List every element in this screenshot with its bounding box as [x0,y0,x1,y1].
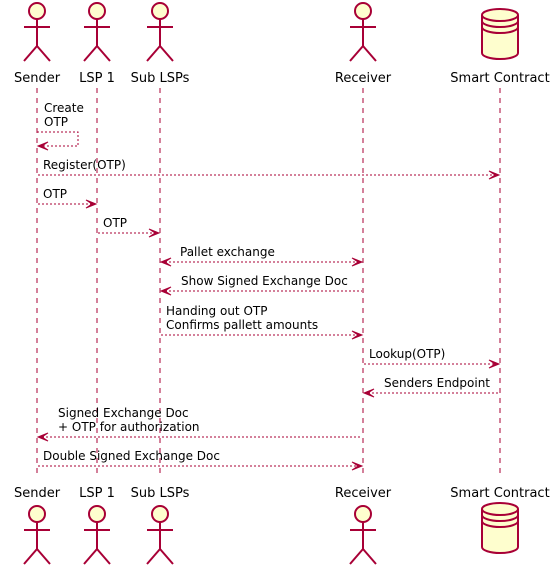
arrowhead-left [159,286,172,296]
participant-label-sublsps-top: Sub LSPs [131,71,190,86]
participant-label-contract-top: Smart Contract [450,71,549,86]
message-8: Lookup(OTP) [364,347,499,365]
database-icon-contract-top [481,8,519,60]
actor-icon-sender-top [23,2,51,62]
message-label: Create [44,101,84,115]
message-label: Pallet exchange [180,245,275,259]
message-6: Show Signed Exchange Doc [161,274,362,292]
actor-icon-sublsps-top [146,2,174,62]
arrowhead-left [36,141,49,151]
message-10: Signed Exchange Doc+ OTP for authorizati… [38,406,362,438]
message-label: Signed Exchange Doc [58,406,189,420]
arrowhead-right [148,228,161,238]
participant-label-lsp1-top: LSP 1 [79,71,115,86]
actor-icon-sublsps-bottom [146,505,174,565]
participant-label-lsp1-bottom: LSP 1 [79,486,115,501]
arrowhead-right [488,359,501,369]
message-label: Show Signed Exchange Doc [181,274,348,288]
database-icon-contract-bottom [481,502,519,554]
actor-icon-receiver-top [349,2,377,62]
message-label: Register(OTP) [43,158,126,172]
message-label: + OTP for authorization [58,420,200,434]
arrowhead-right [351,330,364,340]
arrowhead-left [159,257,172,267]
message-label: OTP [103,216,127,230]
message-self-arrow [37,131,79,147]
arrowhead-right [85,199,98,209]
message-3: OTP [38,187,96,205]
arrowhead-right [488,170,501,180]
arrowhead-right [351,461,364,471]
arrowhead-left [362,388,375,398]
participant-label-sender-bottom: Sender [14,486,61,501]
message-label: Double Signed Exchange Doc [43,449,220,463]
participant-label-contract-bottom: Smart Contract [450,486,549,501]
message-label: OTP [43,187,67,201]
actor-icon-lsp1-bottom [83,505,111,565]
message-5: Pallet exchange [161,245,362,263]
actor-icon-sender-bottom [23,505,51,565]
participant-label-sublsps-bottom: Sub LSPs [131,486,190,501]
participant-label-sender-top: Sender [14,71,61,86]
message-9: Senders Endpoint [364,376,499,394]
arrowhead-right [351,257,364,267]
message-label: OTP [44,115,68,129]
message-2: Register(OTP) [38,158,499,176]
participant-label-receiver-bottom: Receiver [335,486,392,501]
message-11: Double Signed Exchange Doc [38,449,362,467]
message-4: OTP [98,216,159,234]
actor-icon-lsp1-top [83,2,111,62]
participant-label-receiver-top: Receiver [335,71,392,86]
message-label: Senders Endpoint [384,376,490,390]
message-label: Lookup(OTP) [369,347,445,361]
message-label: Confirms pallett amounts [166,318,318,332]
arrowhead-left [36,432,49,442]
message-label: Handing out OTP [166,304,267,318]
actor-icon-receiver-bottom [349,505,377,565]
